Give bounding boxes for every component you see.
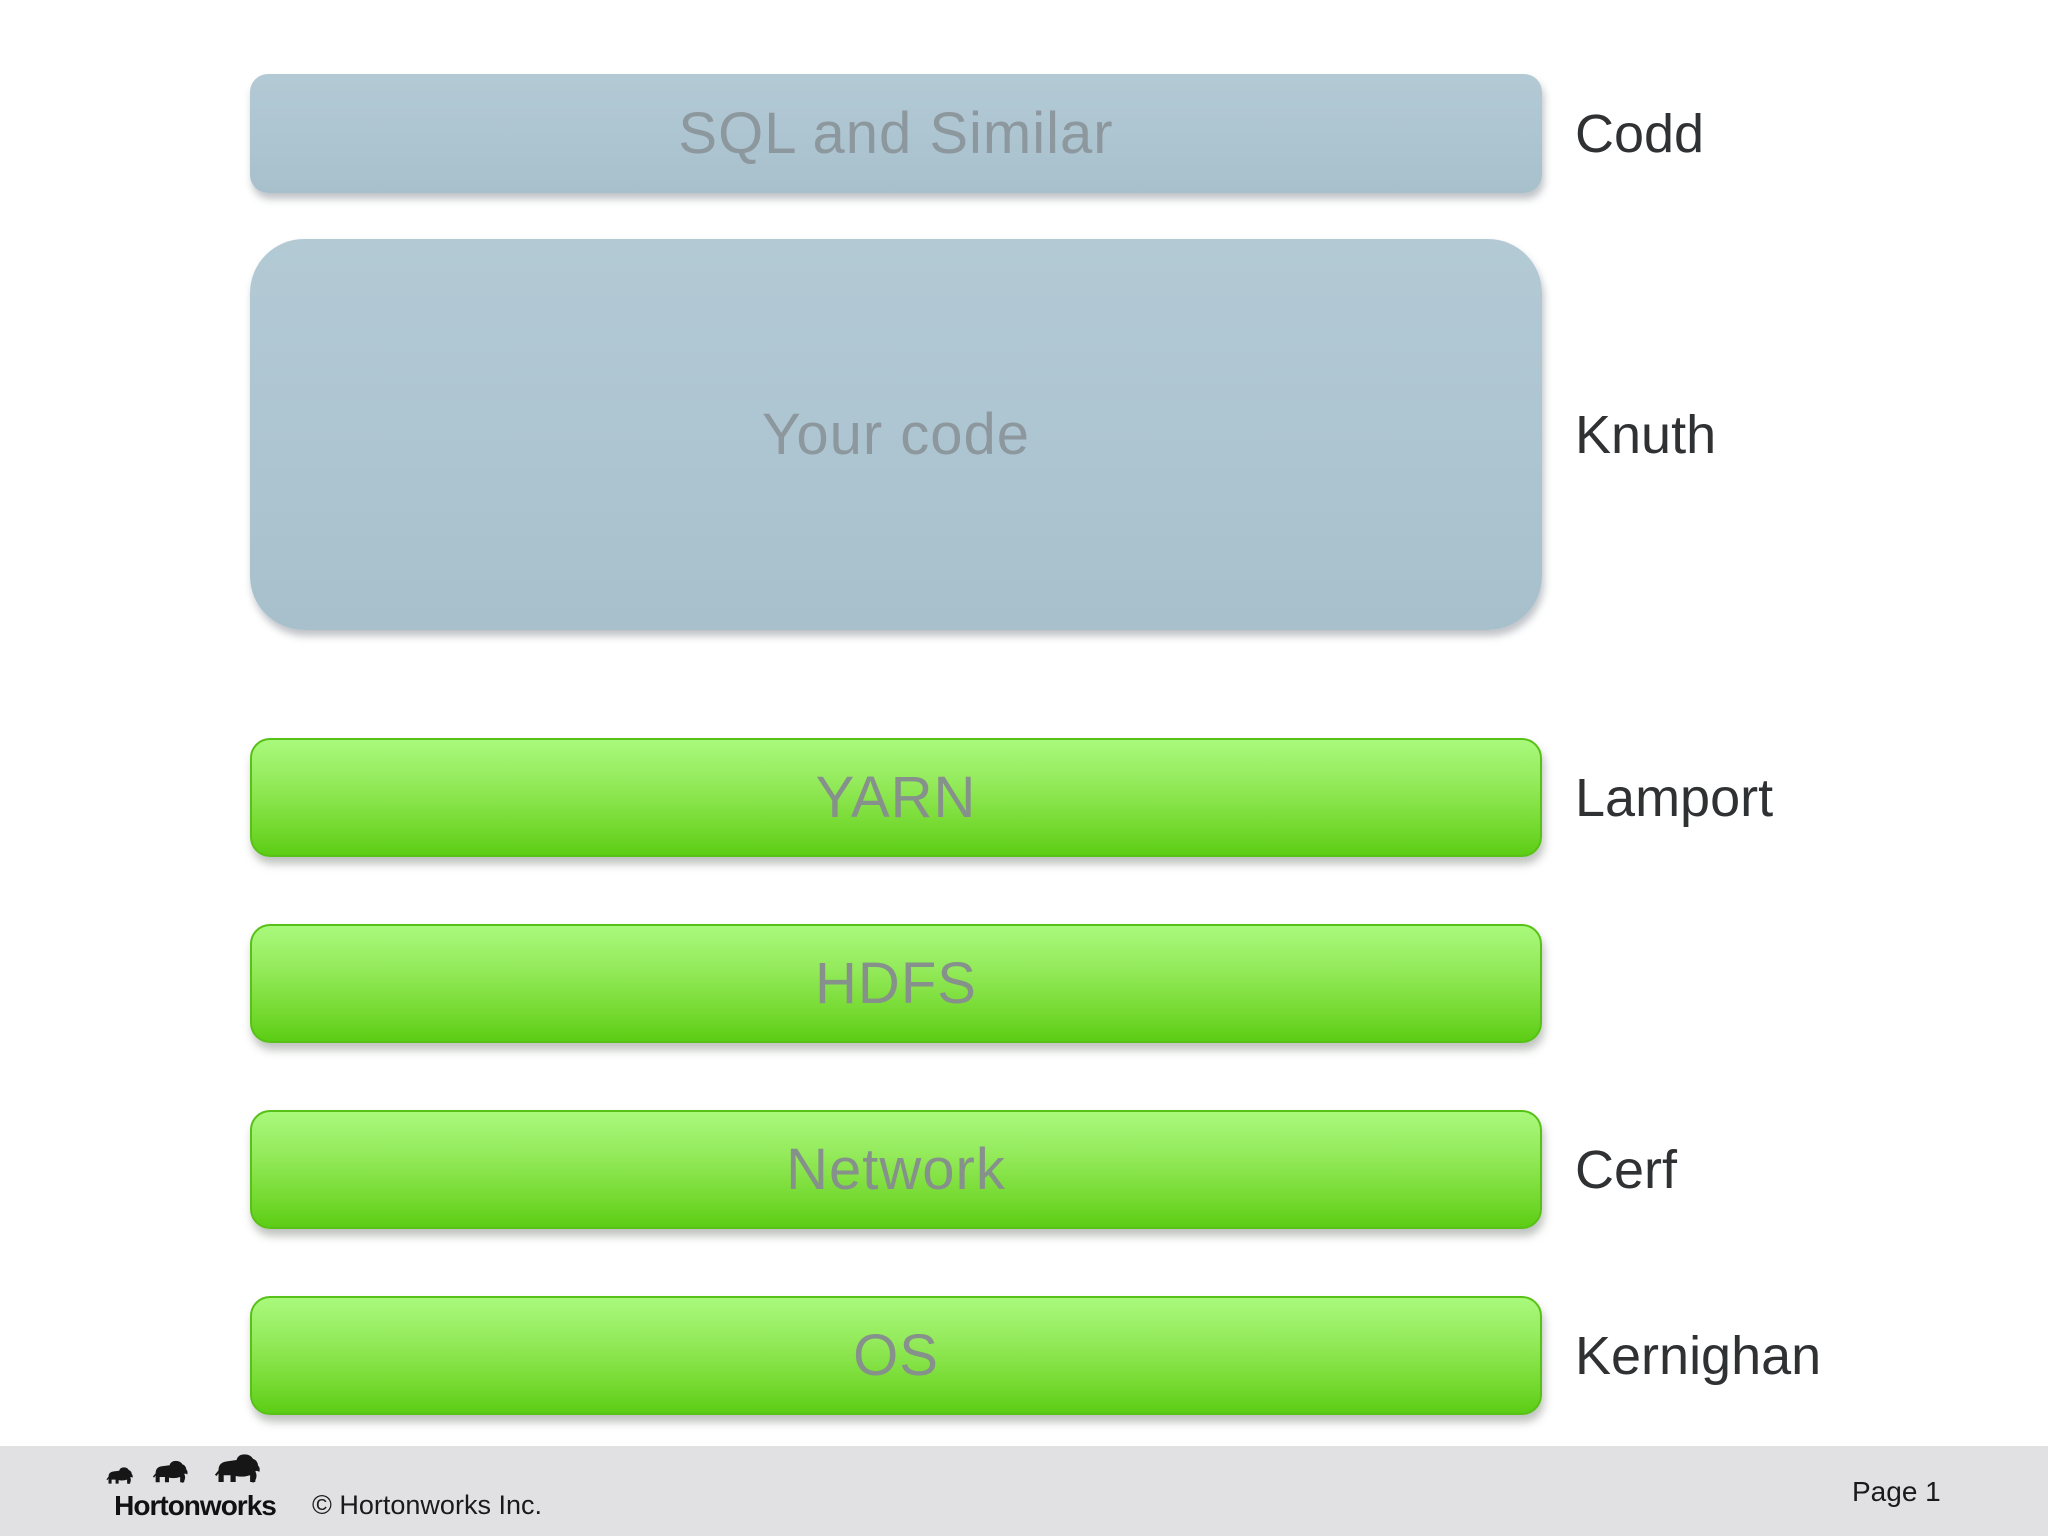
hortonworks-logo: Hortonworks (95, 1452, 295, 1522)
layer-box-label: OS (853, 1323, 939, 1388)
layer-box-label: YARN (815, 765, 977, 830)
layer-box-label: HDFS (815, 951, 977, 1016)
layer-box-label: SQL and Similar (678, 101, 1114, 166)
layer-box-yarn: YARN (250, 738, 1542, 857)
author-label-codd: Codd (1575, 74, 2015, 193)
author-label-text: Lamport (1575, 767, 1774, 828)
elephants-icon (105, 1452, 285, 1494)
author-label-text: Kernighan (1575, 1325, 1822, 1386)
author-label-text: Cerf (1575, 1139, 1678, 1200)
author-label-text: Knuth (1575, 404, 1717, 465)
author-label-cerf: Cerf (1575, 1110, 2015, 1229)
author-label-lamport: Lamport (1575, 738, 2015, 857)
layer-box-label: Your code (761, 402, 1031, 467)
logo-wordmark: Hortonworks (114, 1490, 277, 1521)
layer-box-label: Network (786, 1137, 1006, 1202)
footer-bar: Hortonworks © Hortonworks Inc. Page 1 (0, 1446, 2048, 1536)
layer-box-hdfs: HDFS (250, 924, 1542, 1043)
layer-box-sql: SQL and Similar (250, 74, 1542, 193)
layer-box-your-code: Your code (250, 239, 1542, 630)
author-label-text: Codd (1575, 103, 1705, 164)
layer-box-network: Network (250, 1110, 1542, 1229)
copyright-text: © Hortonworks Inc. (312, 1490, 542, 1520)
author-label-kernighan: Kernighan (1575, 1296, 2015, 1415)
page-number: Page 1 (1852, 1476, 1941, 1507)
author-label-knuth: Knuth (1575, 239, 2015, 630)
layer-box-os: OS (250, 1296, 1542, 1415)
